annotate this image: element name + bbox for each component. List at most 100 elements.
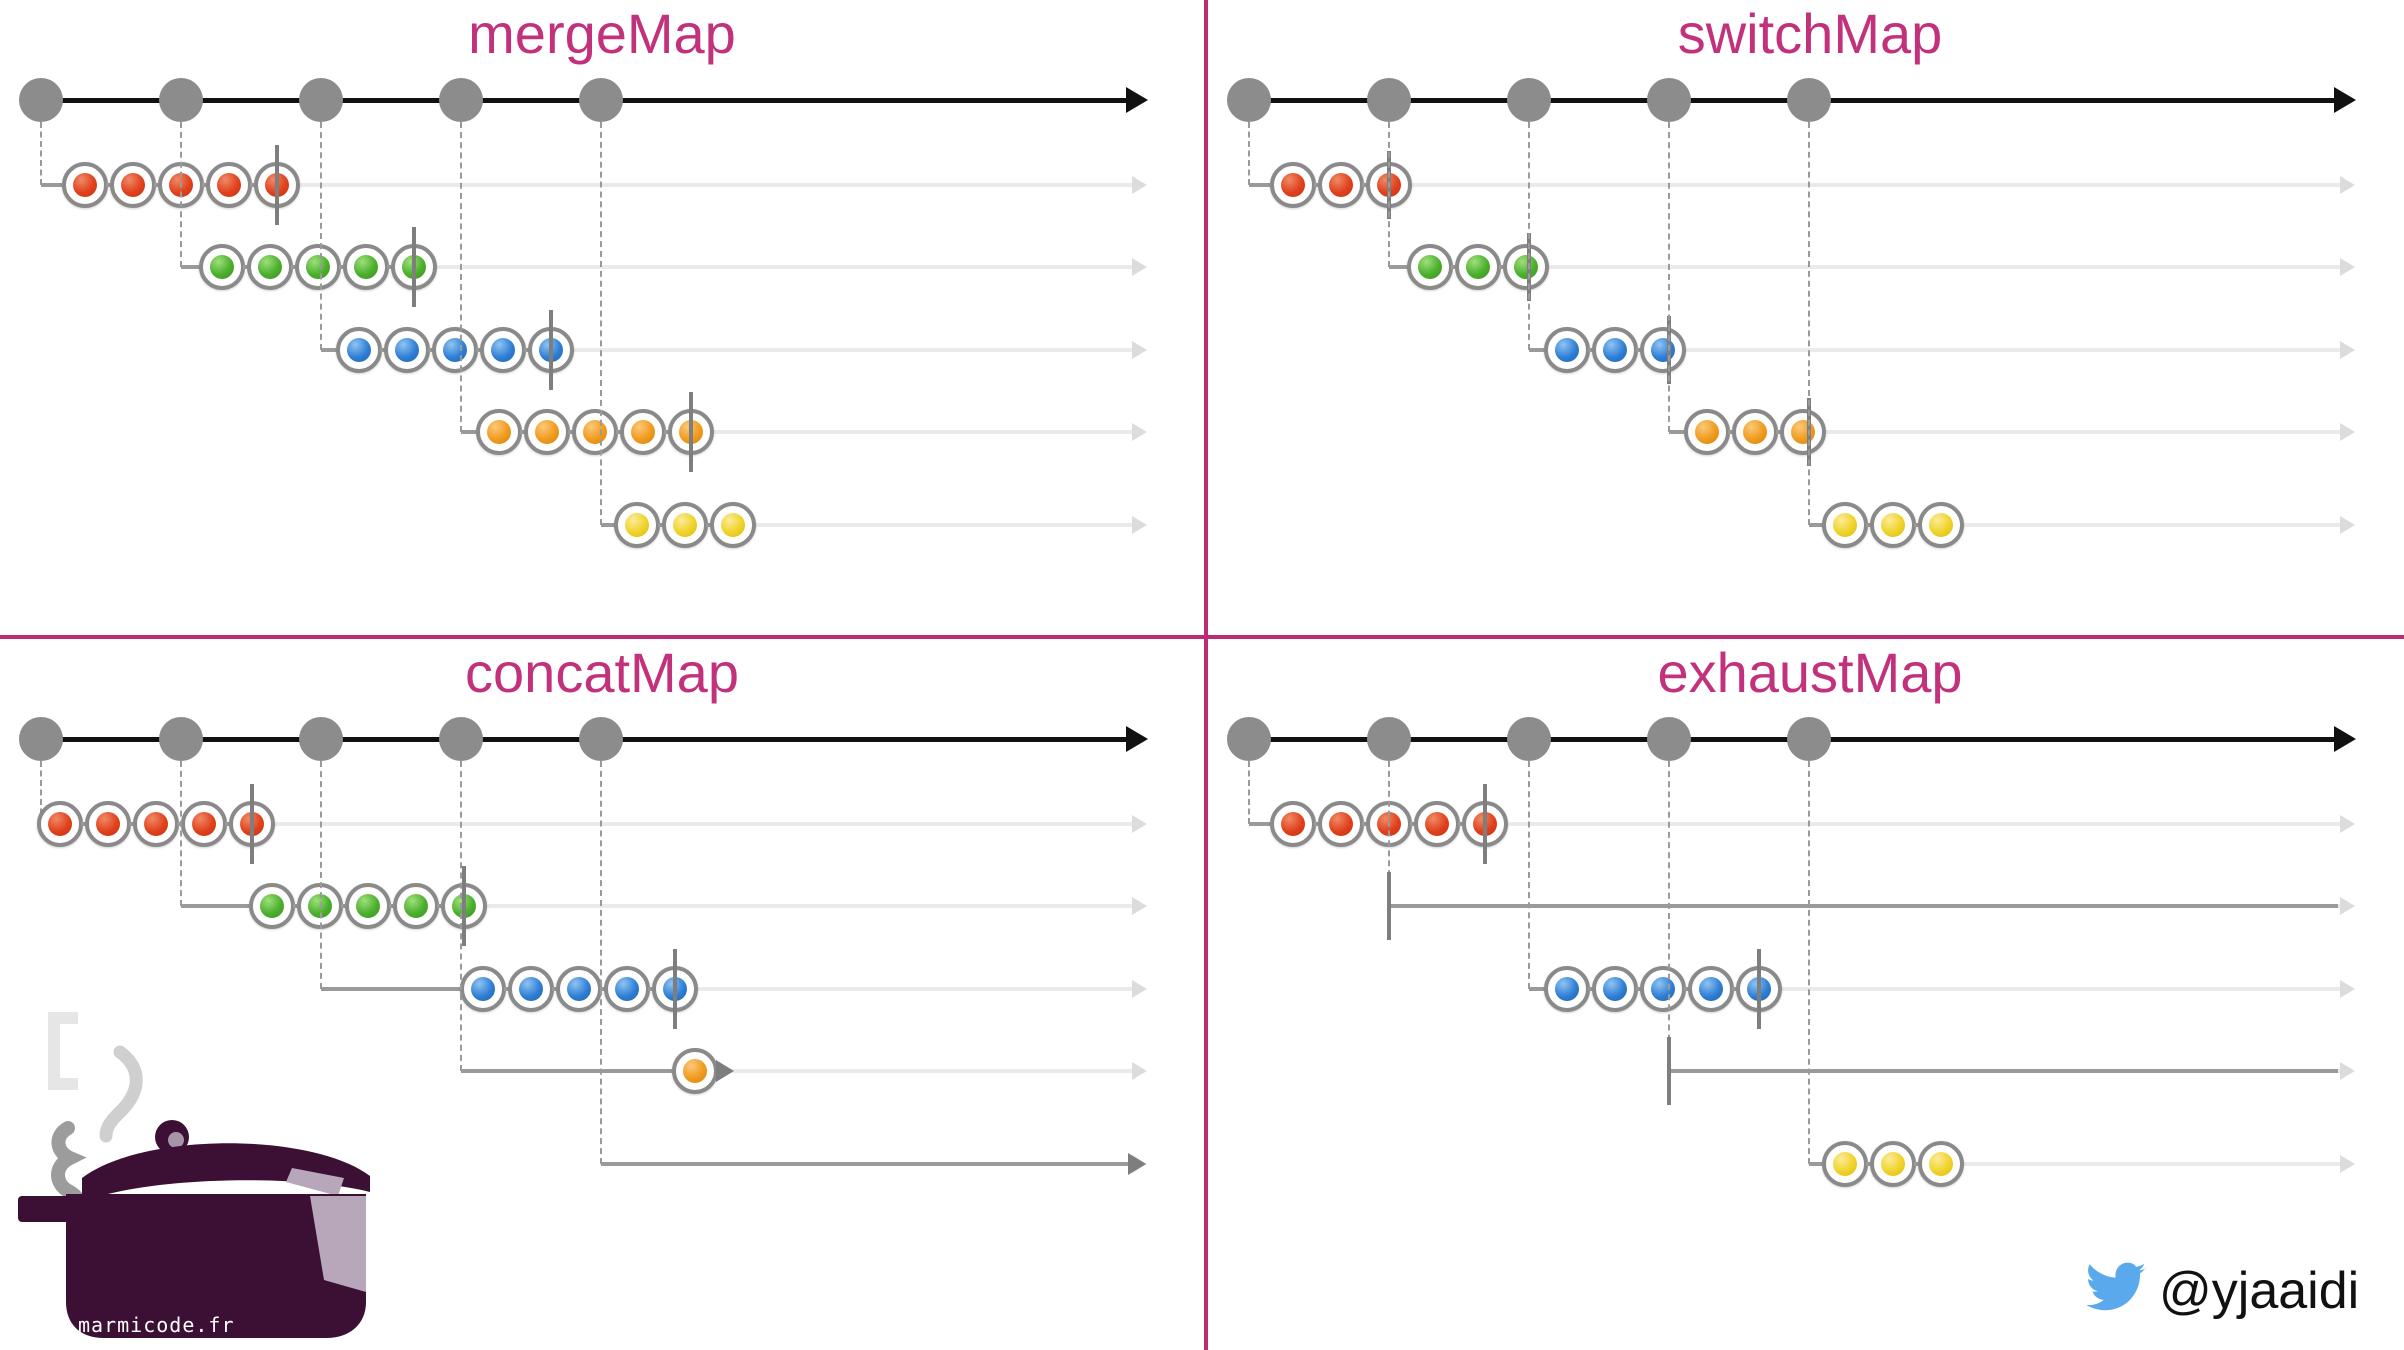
marble-orange-2[interactable] (524, 409, 570, 455)
marble-red-2[interactable] (1318, 162, 1364, 208)
source-emission-1[interactable] (1227, 78, 1271, 122)
source-emission-3[interactable] (299, 78, 343, 122)
row-lead-5 (1809, 523, 1822, 527)
marble-ball-green (260, 894, 284, 918)
marble-blue-4[interactable] (480, 327, 526, 373)
marble-orange-2[interactable] (1732, 409, 1778, 455)
marble-blue-2[interactable] (384, 327, 430, 373)
marble-red-1[interactable] (1270, 801, 1316, 847)
marble-connector (1776, 430, 1782, 434)
row-lead-5 (601, 523, 614, 527)
marble-orange-3[interactable] (1780, 409, 1826, 455)
marble-yellow-1[interactable] (1822, 1141, 1868, 1187)
source-emission-1[interactable] (1227, 717, 1271, 761)
marble-red-1[interactable] (62, 162, 108, 208)
source-emission-2[interactable] (1367, 717, 1411, 761)
twitter-handle[interactable]: @yjaaidi (2085, 1262, 2359, 1319)
marble-connector (389, 904, 395, 908)
ignored-marker-2 (1387, 872, 1391, 940)
marble-blue-3[interactable] (1640, 327, 1686, 373)
source-emission-4[interactable] (1647, 717, 1691, 761)
marble-yellow-2[interactable] (1870, 502, 1916, 548)
marble-green-1[interactable] (1407, 244, 1453, 290)
marble-ball-green (1418, 255, 1442, 279)
row-tail-arrow-4 (1132, 1062, 1147, 1080)
row-tail-5 (1809, 1162, 2342, 1166)
ignored-marker-4 (1667, 1037, 1671, 1105)
marble-connector (341, 904, 347, 908)
marble-orange-4[interactable] (620, 409, 666, 455)
marble-connector (706, 523, 712, 527)
source-emission-5[interactable] (1787, 78, 1831, 122)
completion-tick-1 (1483, 784, 1487, 864)
marble-blue-2[interactable] (1592, 327, 1638, 373)
marble-yellow-1[interactable] (614, 502, 660, 548)
source-emission-5[interactable] (1787, 717, 1831, 761)
source-emission-3[interactable] (1507, 717, 1551, 761)
marble-blue-4[interactable] (1688, 966, 1734, 1012)
marble-ball-orange (631, 420, 655, 444)
marble-ball-yellow (1881, 1152, 1905, 1176)
marble-blue-3[interactable] (1640, 966, 1686, 1012)
marble-red-2[interactable] (85, 801, 131, 847)
marble-green-4[interactable] (393, 883, 439, 929)
marble-red-4[interactable] (206, 162, 252, 208)
marble-orange-1[interactable] (672, 1048, 718, 1094)
source-emission-2[interactable] (1367, 78, 1411, 122)
marble-blue-4[interactable] (604, 966, 650, 1012)
marble-green-3[interactable] (1503, 244, 1549, 290)
source-emission-5[interactable] (579, 717, 623, 761)
source-emission-2[interactable] (159, 78, 203, 122)
source-emission-3[interactable] (1507, 78, 1551, 122)
marble-orange-3[interactable] (572, 409, 618, 455)
marble-red-1[interactable] (37, 801, 83, 847)
marble-green-4[interactable] (343, 244, 389, 290)
marble-red-1[interactable] (1270, 162, 1316, 208)
marble-yellow-3[interactable] (1918, 1141, 1964, 1187)
marble-blue-3[interactable] (556, 966, 602, 1012)
row-lead-3 (321, 348, 336, 352)
marble-blue-1[interactable] (336, 327, 382, 373)
row-tail-arrow-2 (2340, 258, 2355, 276)
source-emission-2[interactable] (159, 717, 203, 761)
marble-green-1[interactable] (249, 883, 295, 929)
marble-blue-3[interactable] (432, 327, 478, 373)
marble-ball-yellow (1833, 1152, 1857, 1176)
marble-yellow-2[interactable] (1870, 1141, 1916, 1187)
marble-red-3[interactable] (133, 801, 179, 847)
marble-ball-blue (491, 338, 515, 362)
marble-red-2[interactable] (1318, 801, 1364, 847)
source-emission-4[interactable] (439, 78, 483, 122)
marble-green-1[interactable] (199, 244, 245, 290)
source-emission-1[interactable] (19, 78, 63, 122)
marble-ball-red (73, 173, 97, 197)
marble-orange-1[interactable] (1684, 409, 1730, 455)
completion-tick-1 (275, 145, 279, 225)
source-emission-1[interactable] (19, 717, 63, 761)
source-emission-4[interactable] (439, 717, 483, 761)
marble-blue-1[interactable] (1544, 966, 1590, 1012)
source-emission-3[interactable] (299, 717, 343, 761)
marble-green-2[interactable] (1455, 244, 1501, 290)
marble-blue-2[interactable] (1592, 966, 1638, 1012)
marble-green-2[interactable] (247, 244, 293, 290)
marble-blue-2[interactable] (508, 966, 554, 1012)
marble-red-4[interactable] (181, 801, 227, 847)
marble-red-4[interactable] (1414, 801, 1460, 847)
marble-green-3[interactable] (345, 883, 391, 929)
marble-red-2[interactable] (110, 162, 156, 208)
source-emission-5[interactable] (579, 78, 623, 122)
marble-yellow-3[interactable] (1918, 502, 1964, 548)
marble-green-3[interactable] (295, 244, 341, 290)
marble-yellow-2[interactable] (662, 502, 708, 548)
marble-ball-yellow (1929, 513, 1953, 537)
source-emission-4[interactable] (1647, 78, 1691, 122)
marble-yellow-3[interactable] (710, 502, 756, 548)
marble-blue-1[interactable] (460, 966, 506, 1012)
row-tail-arrow-3 (2340, 980, 2355, 998)
row-lead-2 (181, 904, 249, 908)
marble-yellow-1[interactable] (1822, 502, 1868, 548)
marble-orange-1[interactable] (476, 409, 522, 455)
drop-line-2 (1388, 761, 1390, 906)
marble-blue-1[interactable] (1544, 327, 1590, 373)
